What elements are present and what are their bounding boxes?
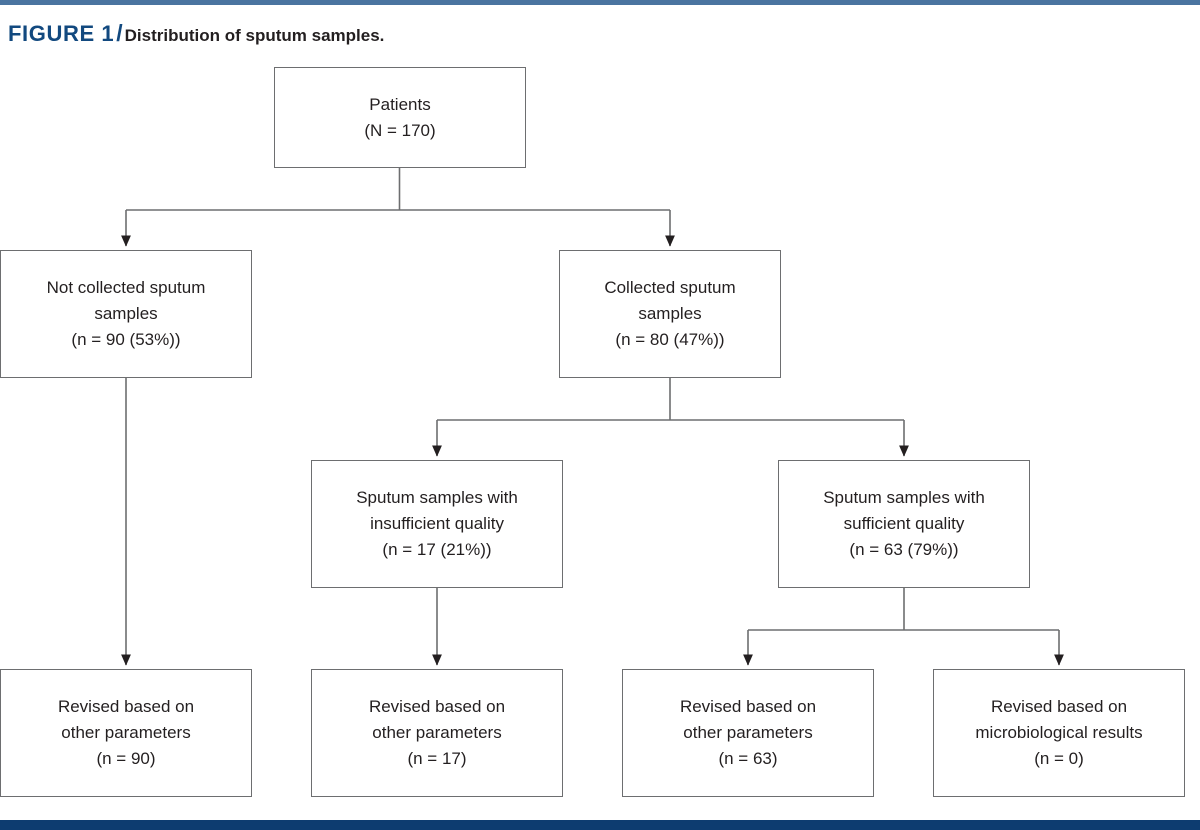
node-line: (N = 170) [364,120,436,140]
node-line: Revised based on [57,697,195,716]
figure-caption: FIGURE 1/Distribution of sputum samples. [8,22,384,45]
edge-sufficient-split [743,588,1064,666]
node-revised-other-63: Revised based on other parameters (n = 6… [622,669,874,797]
node-line: microbiological results [975,723,1143,742]
node-line: sufficient quality [843,514,965,533]
node-revised-other-17: Revised based on other parameters (n = 1… [311,669,563,797]
node-line: samples [94,304,158,323]
node-sufficient-quality: Sputum samples with sufficient quality (… [778,460,1030,588]
node-line: Sputum samples with [823,488,985,507]
node-line: Sputum samples with [356,488,518,507]
top-rule [0,0,1200,5]
node-line: other parameters [61,723,191,742]
node-line: (n = 0) [1034,749,1084,768]
node-line: Not collected sputum [46,278,206,297]
node-line: other parameters [683,723,813,742]
edge-collected-split [432,378,909,457]
node-line: Collected sputum [604,278,736,297]
node-patients: Patients (N = 170) [274,67,526,168]
node-collected: Collected sputum samples (n = 80 (47%)) [559,250,781,378]
figure-title: Distribution of sputum samples. [124,26,385,45]
node-line: (n = 17) [407,749,467,768]
node-insufficient-quality: Sputum samples with insufficient quality… [311,460,563,588]
node-not-collected: Not collected sputum samples (n = 90 (53… [0,250,252,378]
node-line: Revised based on [368,697,506,716]
node-line: other parameters [372,723,502,742]
figure-separator: / [116,20,123,46]
node-line: (n = 80 (47%)) [615,330,725,349]
node-revised-other-90: Revised based on other parameters (n = 9… [0,669,252,797]
node-line: (n = 63) [718,749,778,768]
node-line: Revised based on [990,697,1128,716]
node-line: samples [638,304,702,323]
node-line: (n = 17 (21%)) [382,540,492,559]
node-line: insufficient quality [370,514,504,533]
node-line: Revised based on [679,697,817,716]
node-line: (n = 63 (79%)) [849,540,959,559]
node-line: Patients [369,94,431,114]
node-revised-microbiological-0: Revised based on microbiological results… [933,669,1185,797]
bottom-rule [0,820,1200,830]
figure-label: FIGURE 1 [8,21,115,46]
node-line: (n = 90) [96,749,156,768]
node-line: (n = 90 (53%)) [71,330,181,349]
edge-patients-split [121,168,675,247]
